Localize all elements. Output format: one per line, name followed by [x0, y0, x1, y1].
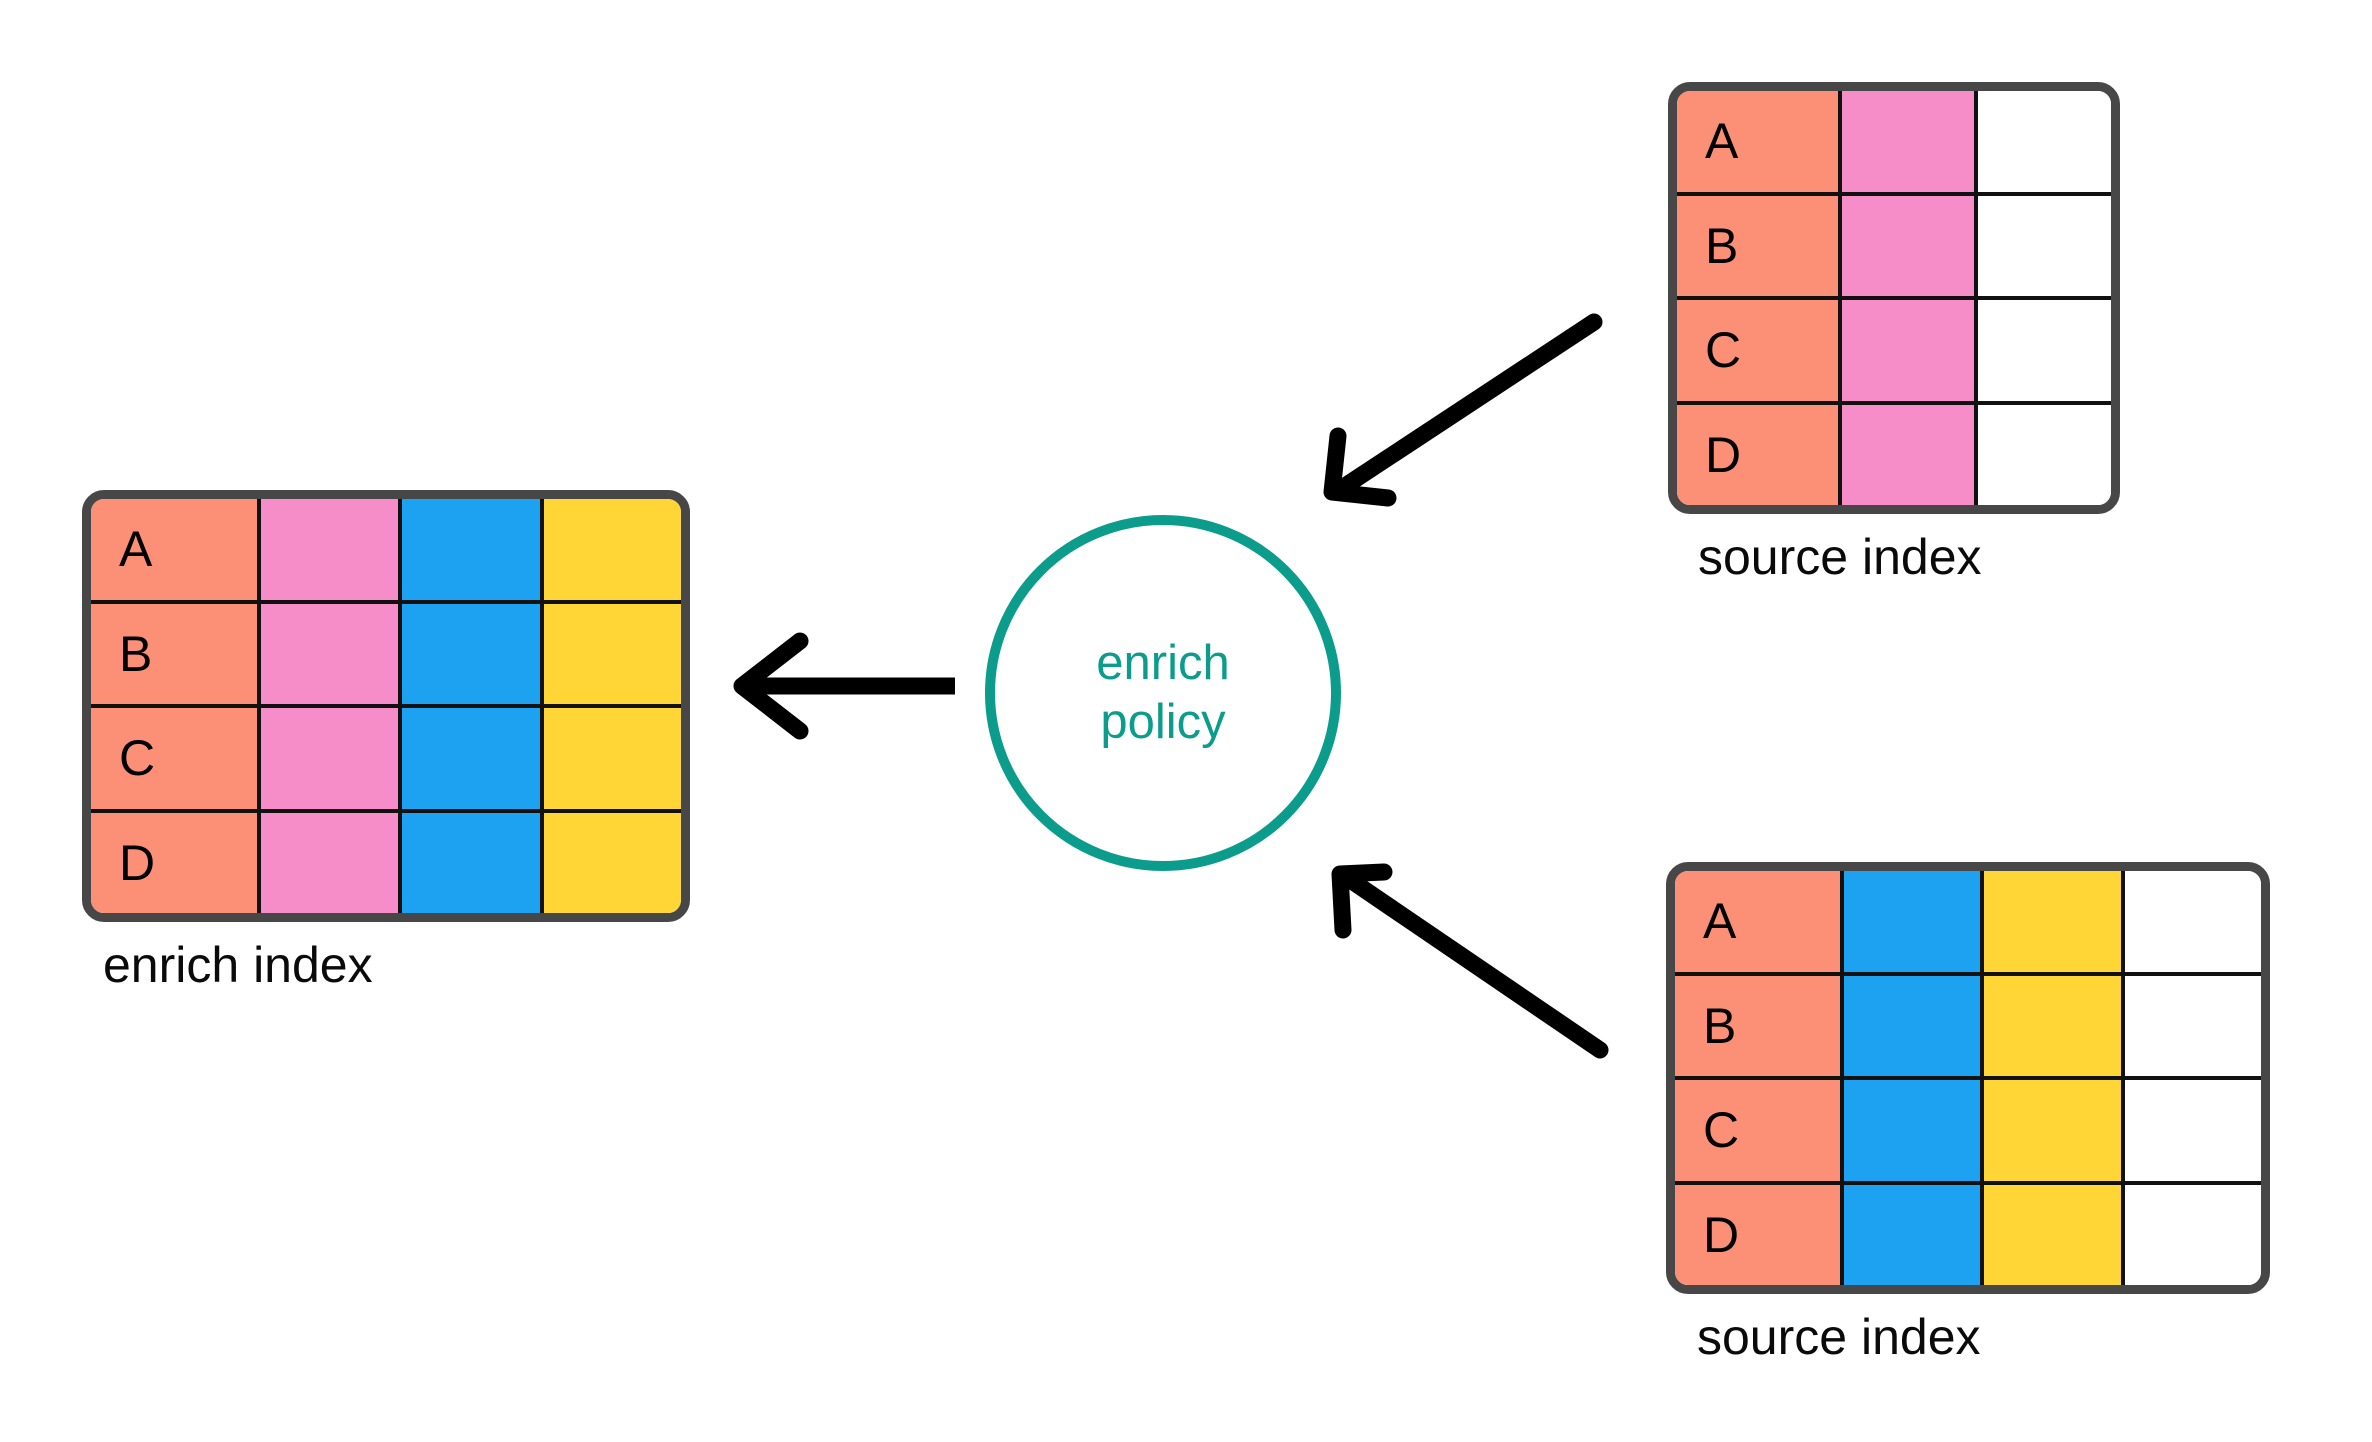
key-cell: D: [1675, 1184, 1844, 1285]
source-index-bottom-table: A B C D: [1666, 862, 2270, 1294]
value-cell-yellow: [543, 499, 681, 600]
value-cell-blue: [1843, 1080, 1984, 1181]
value-cell-blue: [402, 708, 544, 809]
key-label: A: [119, 521, 153, 578]
key-label: B: [119, 625, 153, 682]
key-cell: B: [91, 603, 261, 704]
key-label: D: [1705, 426, 1742, 483]
value-cell-empty: [1978, 300, 2111, 401]
key-cell: D: [91, 812, 261, 913]
value-cell-blue: [1843, 871, 1984, 972]
value-cell-blue: [1843, 975, 1984, 1076]
enrich-index-table: A B C D: [82, 490, 690, 922]
key-cell: A: [91, 499, 261, 600]
value-cell-pink: [1841, 91, 1979, 192]
value-cell-pink: [260, 603, 402, 704]
value-cell-empty: [2124, 1080, 2261, 1181]
table-row: B: [91, 603, 681, 708]
table-row: C: [1677, 300, 2111, 405]
value-cell-blue: [402, 603, 544, 704]
value-cell-pink: [260, 812, 402, 913]
key-cell: D: [1677, 404, 1842, 505]
value-cell-empty: [1978, 404, 2111, 505]
key-label: D: [119, 834, 156, 891]
arrow-policy-to-enrich-icon: [733, 632, 955, 740]
value-cell-pink: [1841, 404, 1979, 505]
value-cell-pink: [260, 708, 402, 809]
value-cell-blue: [402, 812, 544, 913]
key-label: B: [1705, 217, 1739, 274]
key-cell: C: [1677, 300, 1842, 401]
table-row: A: [1677, 91, 2111, 196]
key-label: A: [1703, 893, 1737, 950]
value-cell-yellow: [543, 708, 681, 809]
value-cell-pink: [1841, 195, 1979, 296]
value-cell-pink: [1841, 300, 1979, 401]
table-row: D: [1677, 404, 2111, 505]
table-row: C: [1675, 1080, 2261, 1185]
key-cell: C: [91, 708, 261, 809]
key-cell: A: [1677, 91, 1842, 192]
value-cell-yellow: [543, 812, 681, 913]
value-cell-blue: [1843, 1184, 1984, 1285]
key-cell: C: [1675, 1080, 1844, 1181]
value-cell-blue: [402, 499, 544, 600]
value-cell-yellow: [1984, 871, 2125, 972]
source-index-bottom-caption: source index: [1697, 1309, 1981, 1365]
table-row: B: [1675, 975, 2261, 1080]
arrow-source-bottom-to-policy-icon: [1331, 863, 1609, 1059]
value-cell-empty: [1978, 195, 2111, 296]
value-cell-yellow: [543, 603, 681, 704]
key-label: C: [119, 730, 156, 787]
arrow-source-top-to-policy-icon: [1323, 313, 1603, 507]
value-cell-empty: [2124, 975, 2261, 1076]
value-cell-yellow: [1984, 1080, 2125, 1181]
table-row: C: [91, 708, 681, 813]
table-row: A: [1675, 871, 2261, 976]
value-cell-yellow: [1984, 1184, 2125, 1285]
source-index-top-table: A B C D: [1668, 82, 2120, 514]
source-index-top-caption: source index: [1698, 529, 1982, 585]
table-row: A: [91, 499, 681, 604]
policy-label-line1: enrich: [1096, 636, 1230, 691]
key-cell: A: [1675, 871, 1844, 972]
key-cell: B: [1677, 195, 1842, 296]
value-cell-yellow: [1984, 975, 2125, 1076]
enrich-index-caption: enrich index: [103, 937, 373, 993]
enrich-policy-node: enrich policy: [985, 515, 1341, 871]
value-cell-pink: [260, 499, 402, 600]
key-label: B: [1703, 997, 1737, 1054]
key-label: C: [1703, 1102, 1740, 1159]
key-label: A: [1705, 113, 1739, 170]
policy-label-line2: policy: [1100, 695, 1226, 749]
value-cell-empty: [2124, 1184, 2261, 1285]
key-label: D: [1703, 1206, 1740, 1263]
table-row: D: [1675, 1184, 2261, 1285]
value-cell-empty: [1978, 91, 2111, 192]
key-cell: B: [1675, 975, 1844, 1076]
table-row: B: [1677, 195, 2111, 300]
key-label: C: [1705, 322, 1742, 379]
value-cell-empty: [2124, 871, 2261, 972]
table-row: D: [91, 812, 681, 913]
